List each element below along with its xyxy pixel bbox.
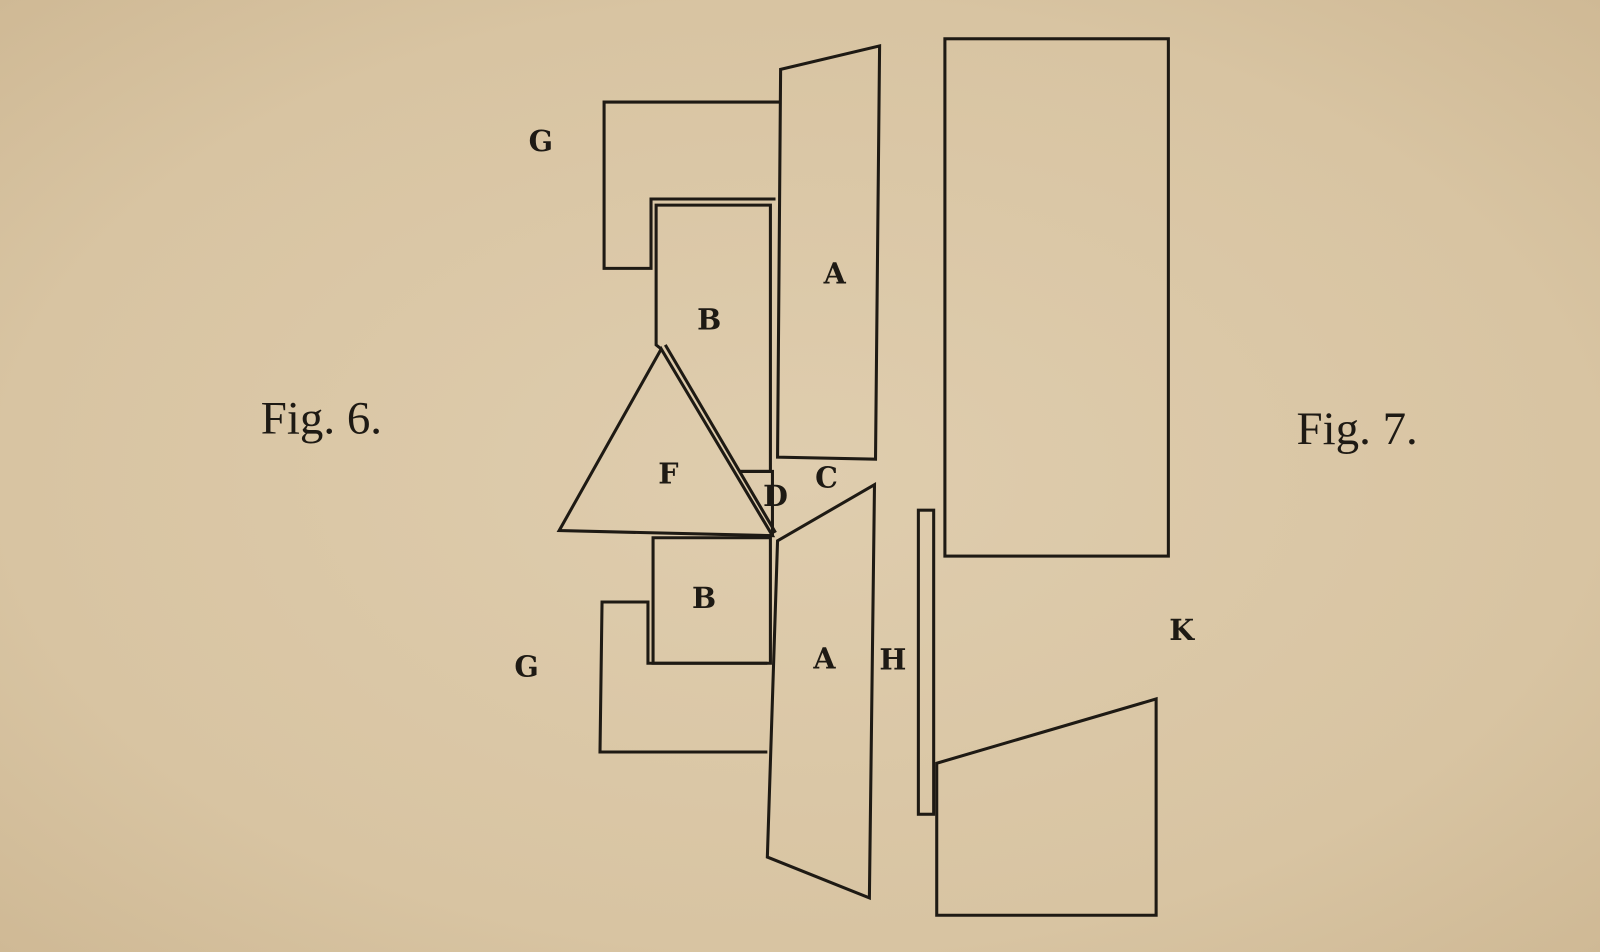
label-g-top: G bbox=[529, 124, 553, 158]
label-a-top: A bbox=[823, 257, 847, 291]
piece-b-bottom bbox=[651, 536, 772, 665]
figure-7: K Fig. 7. bbox=[935, 37, 1418, 917]
piece-b-top bbox=[654, 203, 772, 473]
label-k: K bbox=[1169, 613, 1195, 647]
block-lower bbox=[935, 696, 1158, 917]
piece-g-bottom bbox=[598, 600, 768, 754]
label-b-bottom: B bbox=[692, 581, 716, 615]
figure-6: G A B F D C B G A H Fig. 6. bbox=[261, 43, 936, 901]
piece-a-top bbox=[776, 43, 882, 461]
label-c: C bbox=[815, 461, 838, 495]
piece-b-top-edge bbox=[663, 344, 777, 534]
label-g-bottom: G bbox=[514, 650, 538, 684]
label-h: H bbox=[879, 642, 906, 676]
label-d: D bbox=[763, 479, 788, 513]
piece-g-top bbox=[602, 100, 781, 270]
figure-7-caption: Fig. 7. bbox=[1297, 403, 1418, 455]
piece-d bbox=[739, 469, 774, 536]
piece-f-triangle bbox=[556, 345, 776, 538]
piece-h-bar bbox=[916, 508, 936, 816]
label-f: F bbox=[658, 457, 678, 491]
figure-6-caption: Fig. 6. bbox=[261, 393, 382, 445]
piece-a-bottom bbox=[765, 481, 877, 901]
label-a-bottom: A bbox=[812, 641, 836, 675]
label-b-top: B bbox=[697, 303, 721, 337]
block-upper bbox=[943, 37, 1170, 558]
